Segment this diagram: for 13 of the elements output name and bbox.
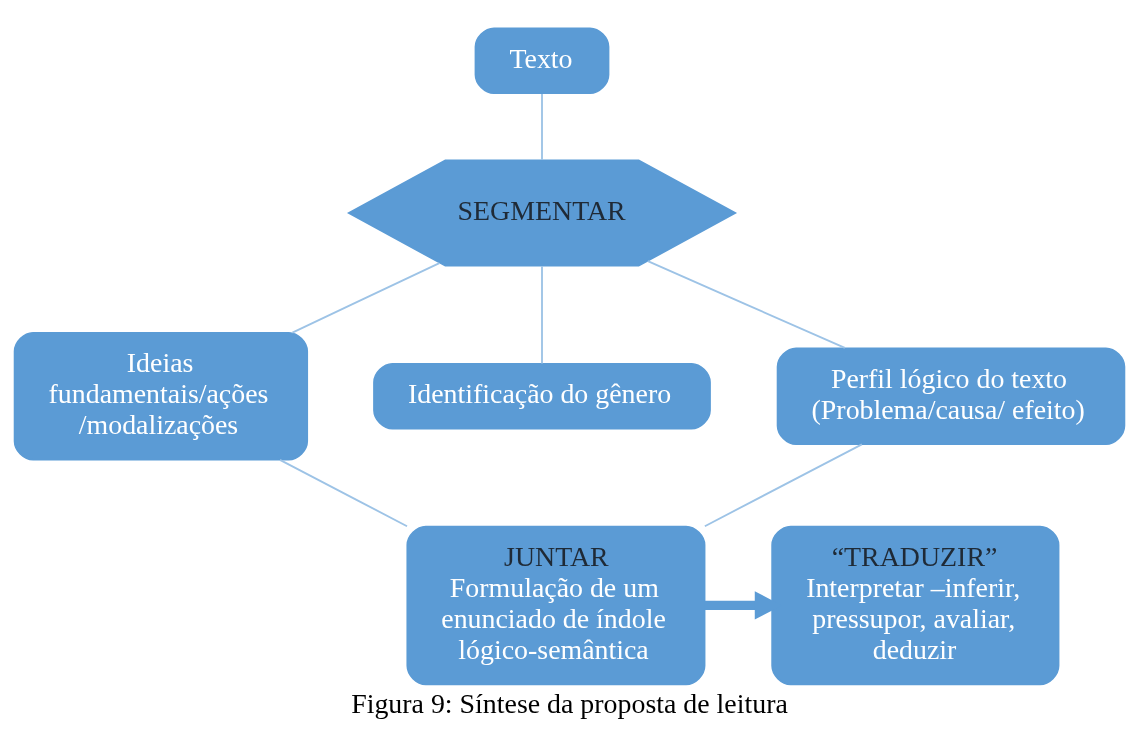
connector: [291, 261, 441, 333]
node-box: Perfil lógico do texto (Problema/causa/ efeito): [776, 346, 1126, 445]
caption: Figura 9: Síntese da proposta de leitura: [351, 687, 788, 719]
connector: [646, 259, 846, 349]
node-box: “TRADUZIR” Interpretar –inferir, pressupor, avaliar, deduzir: [771, 525, 1060, 685]
node-box: JUNTAR Formulação de um enunciado de índole lógico-semântica: [406, 525, 706, 685]
connector: [279, 458, 408, 527]
connector: [541, 92, 543, 161]
node-box: Texto: [474, 26, 610, 94]
node-box: Ideias fundamentais/ações /modalizações: [13, 331, 309, 461]
node-box: Identificação do gênero: [373, 362, 711, 430]
connector: [703, 442, 863, 527]
connector: [541, 264, 543, 364]
